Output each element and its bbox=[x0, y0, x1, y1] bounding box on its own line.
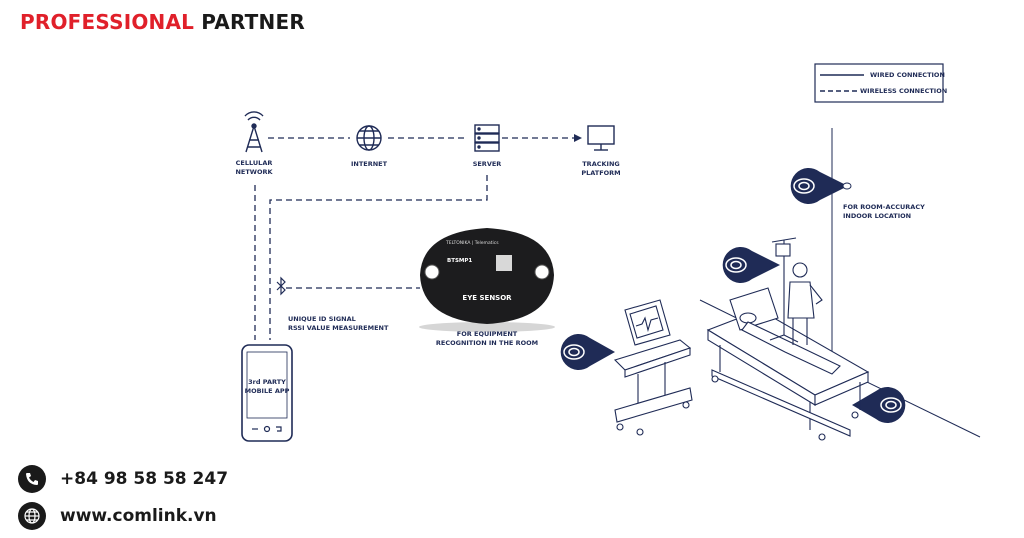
phone-icon bbox=[18, 465, 46, 493]
signal-label-2: RSSI VALUE MEASUREMENT bbox=[288, 324, 389, 332]
room-label-1: FOR ROOM-ACCURACY bbox=[843, 203, 925, 211]
bluetooth-icon bbox=[276, 276, 286, 296]
arrow-head bbox=[574, 134, 582, 142]
legend-wireless-label: WIRELESS CONNECTION bbox=[860, 87, 947, 95]
title-professional: PROFESSIONAL bbox=[20, 10, 195, 34]
beacon-pin-equipment bbox=[560, 334, 615, 370]
network-links bbox=[254, 137, 574, 340]
sensor-caption-2: RECOGNITION IN THE ROOM bbox=[436, 339, 538, 347]
beacon-pin-bed bbox=[852, 387, 906, 424]
beacon-pin-wall bbox=[790, 168, 852, 205]
legend-wired-label: WIRED CONNECTION bbox=[870, 71, 945, 79]
eye-sensor: TELTONIKA | Telematics BTSMP1 EYE SENSOR bbox=[419, 228, 555, 332]
title-partner: PARTNER bbox=[201, 10, 305, 34]
website-url: www.comlink.vn bbox=[60, 506, 217, 526]
cellular-label-2: NETWORK bbox=[235, 168, 273, 176]
server-icon bbox=[474, 124, 500, 152]
tracking-label-2: PLATFORM bbox=[581, 169, 620, 177]
globe-contact-icon bbox=[18, 502, 46, 530]
legend: WIRED CONNECTION WIRELESS CONNECTION bbox=[814, 63, 947, 103]
mobile-phone: 3rd PARTY MOBILE APP bbox=[241, 344, 293, 442]
phone-number: +84 98 58 58 247 bbox=[60, 469, 229, 489]
cellular-label-1: CELLULAR bbox=[236, 159, 273, 167]
sensor-model: BTSMP1 bbox=[447, 258, 472, 264]
qr-code-icon bbox=[496, 255, 512, 271]
page-title: PROFESSIONAL PARTNER bbox=[20, 10, 305, 34]
beacon-pin-iv bbox=[722, 247, 780, 284]
medical-cart bbox=[613, 299, 693, 436]
iv-pole bbox=[769, 237, 799, 343]
globe-icon bbox=[356, 125, 382, 151]
internet-label: INTERNET bbox=[351, 160, 388, 168]
nurse-figure bbox=[787, 262, 823, 345]
sensor-name: EYE SENSOR bbox=[462, 294, 512, 302]
cellular-tower-icon bbox=[244, 111, 264, 153]
legend-box bbox=[814, 63, 944, 103]
phone-label-1: 3rd PARTY bbox=[248, 378, 286, 386]
link-server-phone bbox=[269, 175, 488, 340]
phone-contact[interactable]: +84 98 58 58 247 bbox=[18, 465, 228, 493]
monitor-icon bbox=[587, 125, 615, 151]
server-label: SERVER bbox=[473, 160, 502, 168]
sensor-brand: TELTONIKA | Telematics bbox=[445, 240, 499, 246]
website-contact[interactable]: www.comlink.vn bbox=[18, 502, 217, 530]
home-icon bbox=[263, 425, 271, 433]
room-label-2: INDOOR LOCATION bbox=[843, 212, 911, 220]
hospital-bed bbox=[706, 287, 870, 441]
back-icon bbox=[276, 426, 282, 432]
sensor-caption-1: FOR EQUIPMENT bbox=[457, 330, 518, 338]
signal-label-1: UNIQUE ID SIGNAL bbox=[288, 315, 356, 323]
phone-label-2: MOBILE APP bbox=[245, 387, 290, 395]
tracking-label-1: TRACKING bbox=[582, 160, 619, 168]
